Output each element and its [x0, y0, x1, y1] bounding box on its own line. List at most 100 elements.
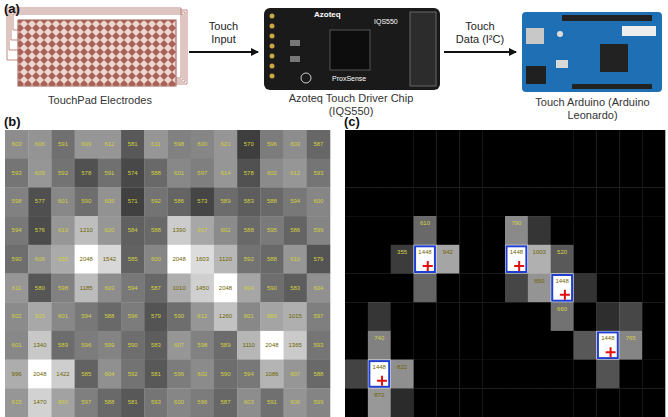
raw-value: 579 — [307, 245, 330, 274]
raw-value: 588 — [237, 216, 260, 245]
raw-value: 2048 — [260, 331, 283, 360]
panel-label: (a) — [4, 1, 20, 16]
raw-value: 996 — [5, 360, 28, 389]
processed-cell — [505, 302, 528, 331]
processed-cell — [619, 130, 642, 159]
processed-cell — [551, 245, 574, 274]
processed-value: 1003 — [528, 248, 551, 256]
raw-value: 587 — [307, 130, 330, 159]
component-caption: TouchPad Electrodes — [15, 94, 185, 107]
raw-value: 611 — [5, 274, 28, 303]
raw-value: 601 — [51, 302, 74, 331]
raw-value: 2048 — [28, 360, 51, 389]
raw-cell — [260, 187, 284, 216]
raw-value: 1422 — [51, 360, 74, 389]
processed-cell — [459, 216, 482, 245]
processed-cell — [551, 302, 574, 331]
processed-value: 822 — [391, 363, 414, 371]
raw-value: 578 — [237, 159, 260, 188]
processed-cell — [345, 331, 368, 360]
processed-cell — [391, 187, 414, 216]
raw-value: 600 — [168, 388, 191, 417]
raw-cell — [98, 331, 122, 360]
raw-value: 593 — [307, 159, 330, 188]
raw-cell — [237, 302, 261, 331]
raw-cell — [98, 245, 122, 274]
raw-value: 2048 — [168, 245, 191, 274]
raw-value: 602 — [191, 360, 214, 389]
processed-cell — [551, 360, 574, 389]
raw-value: 592 — [144, 187, 167, 216]
raw-value: 610 — [284, 245, 307, 274]
processed-cell — [596, 302, 619, 331]
processed-cell — [436, 274, 459, 303]
pin-header — [270, 14, 275, 79]
processed-value: 790 — [505, 219, 528, 227]
raw-cell — [191, 216, 215, 245]
raw-value: 596 — [121, 302, 144, 331]
processed-cell — [482, 187, 505, 216]
processed-cell — [459, 245, 482, 274]
raw-value: 621 — [214, 130, 237, 159]
processed-cell — [414, 216, 437, 245]
processed-cell — [619, 159, 642, 188]
raw-value: 2048 — [75, 245, 98, 274]
processed-value: 1448 — [414, 248, 437, 256]
processed-cell — [528, 274, 551, 303]
processed-value: 1448 — [368, 363, 391, 371]
processed-value: 610 — [414, 219, 437, 227]
raw-cell — [237, 159, 261, 188]
raw-cell — [260, 245, 284, 274]
processed-cell — [368, 302, 391, 331]
raw-value: 594 — [121, 274, 144, 303]
raw-value: 581 — [121, 388, 144, 417]
raw-cell — [28, 331, 52, 360]
raw-value: 606 — [28, 245, 51, 274]
processed-cell — [551, 331, 574, 360]
raw-value: 604 — [98, 360, 121, 389]
board-print: Azoteq — [314, 10, 341, 20]
raw-value: 603 — [98, 274, 121, 303]
processed-value: 660 — [551, 305, 574, 313]
raw-value: 589 — [51, 331, 74, 360]
pin — [270, 64, 275, 69]
processed-cell — [596, 130, 619, 159]
raw-cell — [144, 302, 168, 331]
processed-cell — [619, 302, 642, 331]
processed-cell — [574, 302, 597, 331]
processed-cell — [528, 388, 551, 417]
touch-centroid — [606, 347, 616, 357]
processed-cell — [505, 245, 528, 274]
raw-value: 1365 — [284, 331, 307, 360]
processed-cell — [345, 159, 368, 188]
raw-cell — [75, 388, 99, 417]
raw-cell — [260, 159, 284, 188]
processed-cell — [596, 216, 619, 245]
processed-cell — [505, 216, 528, 245]
raw-value: 590 — [5, 245, 28, 274]
raw-cell — [307, 388, 331, 417]
processed-cell — [642, 274, 665, 303]
processed-cell — [345, 187, 368, 216]
logo-plate — [622, 26, 656, 36]
raw-cell — [28, 360, 52, 389]
raw-value: 1120 — [214, 245, 237, 274]
raw-cell — [260, 274, 284, 303]
processed-cell — [505, 159, 528, 188]
raw-value: 588 — [260, 245, 283, 274]
processed-value: 1448 — [505, 248, 528, 256]
processed-cell — [619, 331, 642, 360]
processed-cell — [391, 130, 414, 159]
raw-cell — [284, 274, 308, 303]
touchpad-illustration — [7, 8, 187, 86]
arduino-illustration — [522, 12, 662, 92]
pin — [270, 54, 275, 59]
processed-cell — [505, 388, 528, 417]
raw-value: 597 — [191, 159, 214, 188]
raw-cell — [168, 302, 192, 331]
processed-cell — [619, 245, 642, 274]
raw-cell — [28, 245, 52, 274]
raw-value: 583 — [237, 187, 260, 216]
processed-cell — [368, 245, 391, 274]
raw-cell — [144, 245, 168, 274]
